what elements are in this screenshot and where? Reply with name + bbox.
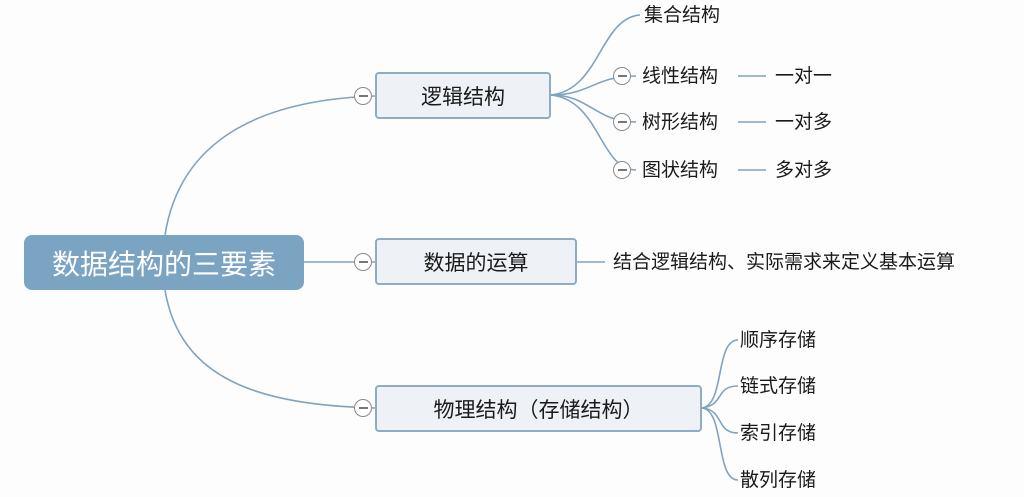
- topic-one-to-many[interactable]: 一对多: [775, 111, 833, 133]
- topic-set-structure[interactable]: 集合结构: [644, 4, 721, 26]
- topic-indexed-storage[interactable]: 索引存储: [740, 422, 817, 444]
- topic-linked-storage[interactable]: 链式存储: [740, 375, 817, 397]
- collapse-linear-icon[interactable]: [613, 67, 631, 85]
- root-topic[interactable]: 数据结构的三要素: [24, 235, 304, 290]
- topic-tree-structure[interactable]: 树形结构: [642, 111, 719, 133]
- branch-physical-structure[interactable]: 物理结构（存储结构）: [375, 385, 702, 432]
- topic-one-to-one[interactable]: 一对一: [775, 65, 833, 87]
- topic-linear-structure[interactable]: 线性结构: [642, 65, 719, 87]
- topic-graph-structure[interactable]: 图状结构: [642, 159, 719, 181]
- topic-hashed-storage[interactable]: 散列存储: [740, 469, 817, 491]
- collapse-operation-branch-icon[interactable]: [354, 253, 372, 271]
- collapse-logic-branch-icon[interactable]: [354, 87, 372, 105]
- topic-many-to-many[interactable]: 多对多: [775, 159, 833, 181]
- topic-operation-definition[interactable]: 结合逻辑结构、实际需求来定义基本运算: [613, 251, 956, 273]
- branch-logical-structure[interactable]: 逻辑结构: [375, 72, 551, 119]
- collapse-tree-icon[interactable]: [613, 113, 631, 131]
- branch-data-operations[interactable]: 数据的运算: [375, 238, 577, 285]
- topic-sequential-storage[interactable]: 顺序存储: [740, 329, 817, 351]
- collapse-graph-icon[interactable]: [613, 161, 631, 179]
- collapse-physical-branch-icon[interactable]: [354, 399, 372, 417]
